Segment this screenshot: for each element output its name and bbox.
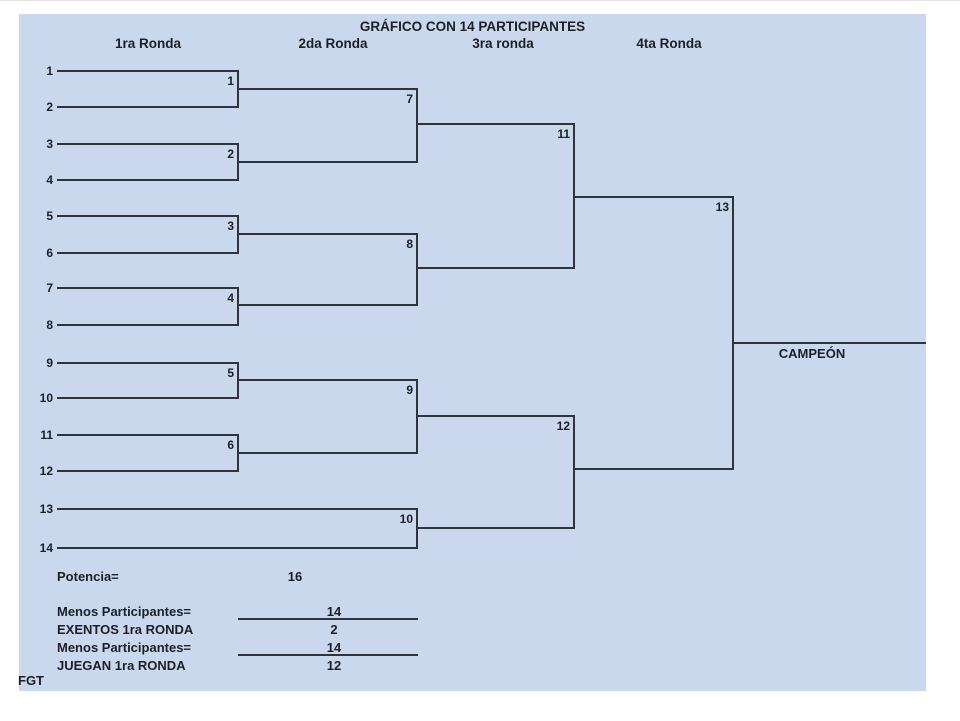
- match-output-line: [416, 415, 575, 417]
- stats-row-value: 12: [326, 658, 342, 673]
- match-output-line: [416, 123, 575, 125]
- match-vertical-line: [416, 233, 418, 306]
- match-vertical-line: [732, 196, 734, 470]
- match-output-line: [237, 88, 418, 90]
- match-output-line: [416, 267, 575, 269]
- participant-label: 14: [39, 541, 53, 555]
- match-number: 3: [227, 219, 234, 233]
- match-number: 10: [399, 512, 413, 526]
- match-output-line: [237, 452, 418, 454]
- participant-label: 7: [46, 281, 53, 295]
- stats-row-label: Menos Participantes=: [57, 640, 192, 655]
- match-vertical-line: [416, 88, 418, 163]
- champion-line: [732, 342, 926, 344]
- stats-row-label: JUEGAN 1ra RONDA: [57, 658, 186, 673]
- participant-label: 5: [46, 209, 53, 223]
- participant-line: [57, 106, 239, 108]
- champion-label: CAMPEÓN: [778, 346, 846, 361]
- match-output-line: [573, 468, 734, 470]
- stats-row-value: 2: [330, 622, 338, 637]
- participant-label: 8: [46, 318, 53, 332]
- match-output-line: [237, 379, 418, 381]
- participant-line: [57, 70, 239, 72]
- stats-underline: [238, 654, 418, 656]
- match-number: 1: [227, 74, 234, 88]
- chart-title: GRÁFICO CON 14 PARTICIPANTES: [359, 19, 586, 34]
- participant-line: [57, 434, 239, 436]
- stats-underline: [238, 618, 418, 620]
- participant-label: 1: [46, 64, 53, 78]
- match-number: 4: [227, 291, 234, 305]
- round-header-3: 3ra ronda: [472, 36, 534, 51]
- participant-line: [57, 143, 239, 145]
- match-number: 9: [406, 383, 413, 397]
- match-output-line: [237, 233, 418, 235]
- match-output-line: [237, 161, 418, 163]
- match-number: 5: [227, 366, 234, 380]
- match-output-line: [416, 527, 575, 529]
- participant-line: [57, 508, 418, 510]
- participant-label: 12: [39, 464, 53, 478]
- participant-line: [57, 324, 239, 326]
- participant-line: [57, 287, 239, 289]
- participant-label: 2: [46, 100, 53, 114]
- match-number: 8: [406, 237, 413, 251]
- participant-line: [57, 397, 239, 399]
- match-vertical-line: [237, 287, 239, 326]
- participant-label: 11: [40, 428, 53, 442]
- participant-label: 4: [46, 173, 53, 187]
- match-output-line: [237, 304, 418, 306]
- match-vertical-line: [573, 415, 575, 529]
- participant-line: [57, 362, 239, 364]
- match-number: 7: [406, 92, 413, 106]
- stats-row-label: Menos Participantes=: [57, 604, 192, 619]
- round-header-2: 2da Ronda: [298, 36, 368, 51]
- potencia-label: Potencia=: [57, 569, 119, 584]
- match-number: 13: [715, 200, 729, 214]
- potencia-value: 16: [287, 569, 303, 584]
- match-output-line: [573, 196, 734, 198]
- stats-row-value: 14: [326, 640, 342, 655]
- participant-label: 9: [46, 356, 53, 370]
- participant-line: [57, 252, 239, 254]
- chart-panel: [19, 14, 926, 691]
- participant-line: [57, 179, 239, 181]
- participant-line: [57, 215, 239, 217]
- participant-line: [57, 470, 239, 472]
- participant-label: 3: [46, 137, 53, 151]
- participant-line: [57, 547, 418, 549]
- participant-label: 10: [39, 391, 53, 405]
- participant-label: 6: [46, 246, 53, 260]
- round-header-1: 1ra Ronda: [114, 36, 182, 51]
- match-number: 11: [557, 127, 570, 141]
- participant-label: 13: [39, 502, 53, 516]
- round-header-4: 4ta Ronda: [636, 36, 702, 51]
- match-number: 12: [556, 419, 570, 433]
- stats-row-label: EXENTOS 1ra RONDA: [57, 622, 194, 637]
- match-number: 6: [227, 438, 234, 452]
- stats-row-value: 14: [326, 604, 342, 619]
- watermark-text: FGT: [18, 673, 44, 688]
- match-number: 2: [227, 147, 234, 161]
